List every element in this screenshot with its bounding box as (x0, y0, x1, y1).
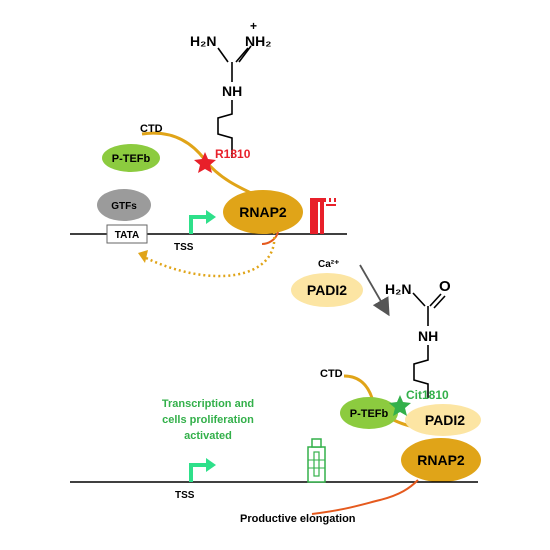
padi2-ellipse (291, 273, 363, 307)
nascent-rna (261, 231, 279, 245)
rnap2-label: RNAP2 (239, 204, 287, 220)
citrulline-structure: H₂N O NH (385, 278, 451, 398)
released-pausing-factor (307, 438, 326, 483)
elongating-rna (311, 479, 419, 515)
urea-bond-left (412, 292, 426, 307)
rnap2-label-bottom: RNAP2 (417, 452, 465, 468)
gtfs-ellipse (97, 189, 151, 221)
tss-label-bottom: TSS (175, 490, 195, 501)
citrulline-star-icon (389, 395, 411, 416)
tss-arrow-bottom-icon (206, 458, 216, 472)
arginine-star-icon (194, 152, 216, 173)
urea-bond-right (429, 293, 442, 307)
citrulline-side-chain (413, 345, 429, 398)
tss-label-top: TSS (174, 242, 194, 253)
citrulline-o-label: O (439, 278, 451, 295)
tss-arrow-bottom-shaft (189, 463, 208, 482)
tss-arrow-top-shaft (189, 215, 208, 234)
citrulline-h2n-label: H₂N (385, 281, 411, 297)
feedback-arrow-head-icon (138, 250, 148, 263)
tss-arrow-top-icon (206, 210, 216, 224)
padi2-label-bottom: PADI2 (425, 412, 465, 428)
status-line-3: activated (184, 430, 232, 442)
arginine-structure: H₂N NH₂ + NH (190, 19, 271, 158)
residue-label: R1810 (215, 147, 251, 161)
arginine-side-chain (217, 100, 233, 158)
ctd-label-bottom: CTD (320, 368, 343, 380)
ptefb-ellipse-bottom (340, 397, 398, 429)
status-line-2: cells proliferation (162, 414, 254, 426)
urea-double-bond (433, 295, 446, 309)
ptefb-label: P-TEFb (112, 153, 151, 165)
transition-arrow (359, 264, 390, 317)
residue-label-bottom: Cit1810 (406, 388, 449, 402)
guanidine-double-bond (238, 45, 252, 63)
arginine-nh2-label: NH₂ (245, 33, 271, 49)
guanidine-bond-left (217, 47, 229, 63)
rnap2-ellipse (223, 190, 303, 234)
ptefb-ellipse (102, 144, 160, 172)
rnap2-ellipse-bottom (401, 438, 481, 482)
arginine-charge-label: + (250, 19, 257, 33)
padi2-ellipse-bottom (405, 404, 481, 436)
tata-box (106, 224, 148, 244)
elongation-label: Productive elongation (240, 513, 356, 525)
pausing-factor-block (310, 198, 336, 234)
gtfs-label: GTFs (111, 201, 137, 212)
feedback-arrow (141, 231, 276, 278)
ctd-label: CTD (140, 123, 163, 135)
guanidine-bond-right (235, 47, 249, 63)
padi2-label: PADI2 (307, 282, 347, 298)
tata-label: TATA (115, 230, 139, 241)
citrulline-nh-label: NH (418, 328, 438, 344)
status-line-1: Transcription and (162, 398, 254, 410)
ptefb-label-bottom: P-TEFb (350, 408, 389, 420)
arginine-nh-label: NH (222, 83, 242, 99)
calcium-label: Ca²⁺ (318, 259, 339, 270)
arginine-h2n-label: H₂N (190, 33, 216, 49)
